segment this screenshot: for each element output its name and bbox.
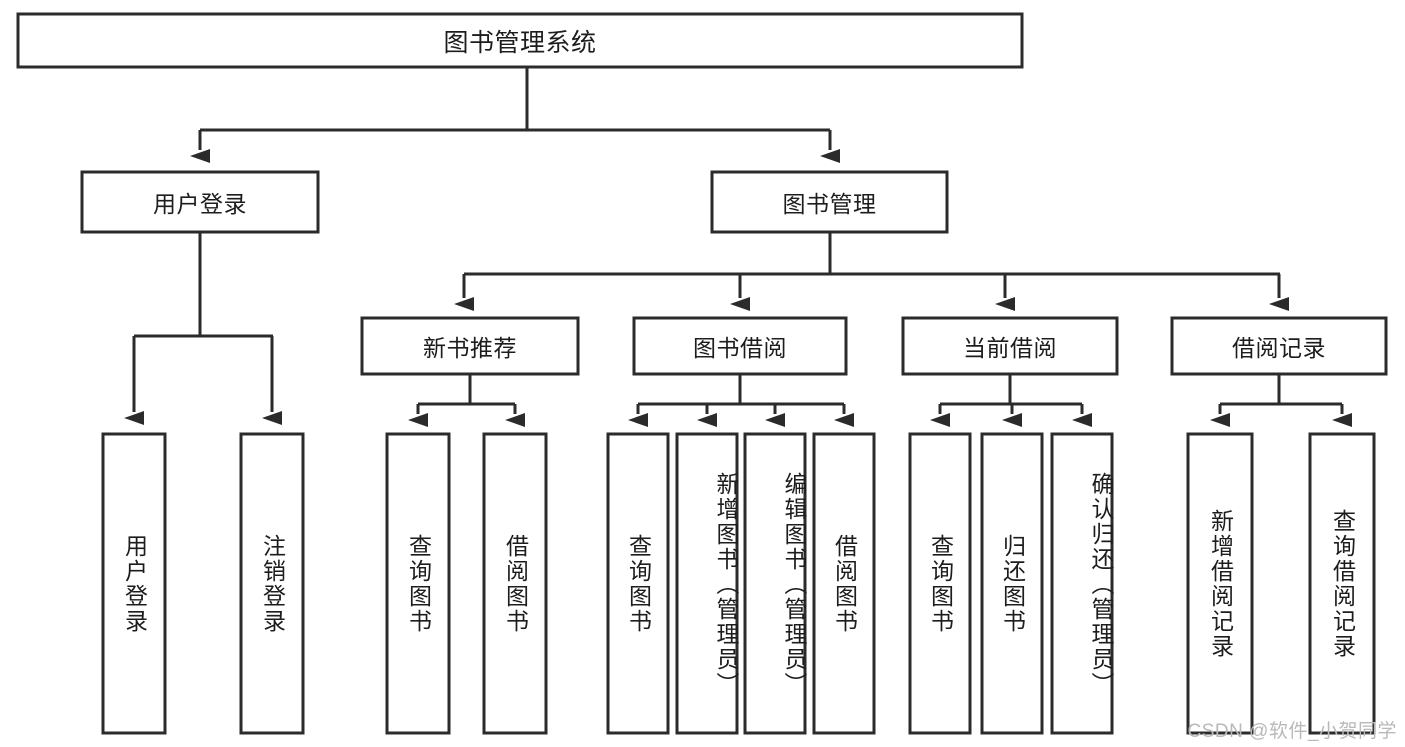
connector-borrow-record-to-leaves [1210,374,1352,427]
node-box-leaf-logout-login[interactable] [239,432,305,735]
node-box-book-manage[interactable] [710,170,949,234]
node-box-leaf-query-book-2[interactable] [606,432,670,735]
node-box-leaf-return-book[interactable] [980,432,1044,735]
node-box-current-borrow[interactable] [901,316,1119,376]
connector-user-login-to-leaves [124,232,282,425]
node-box-book-borrow[interactable] [632,316,848,376]
node-box-user-login[interactable] [80,170,320,234]
connector-root-to-level1 [190,67,840,163]
node-box-leaf-user-login[interactable] [101,432,167,735]
node-box-leaf-query-book-1[interactable] [385,432,451,735]
node-box-leaf-borrow-book-1[interactable] [482,432,548,735]
node-box-borrow-record[interactable] [1170,316,1388,376]
node-box-leaf-query-record[interactable] [1308,432,1376,735]
connector-book-borrow-to-leaves [628,374,854,427]
node-box-leaf-query-book-3[interactable] [908,432,972,735]
node-box-leaf-borrow-book-2[interactable] [812,432,876,735]
node-box-leaf-add-book[interactable] [675,432,739,735]
connector-current-borrow-to-leaves [930,374,1092,427]
node-box-leaf-add-record[interactable] [1186,432,1254,735]
node-box-new-book-recommend[interactable] [360,316,580,376]
node-box-leaf-confirm-return[interactable] [1050,432,1114,735]
node-box-root[interactable] [16,12,1024,69]
connector-new-book-recommend-to-leaves [408,374,525,427]
connector-book-manage-to-level2 [454,232,1289,311]
node-box-leaf-edit-book[interactable] [743,432,807,735]
